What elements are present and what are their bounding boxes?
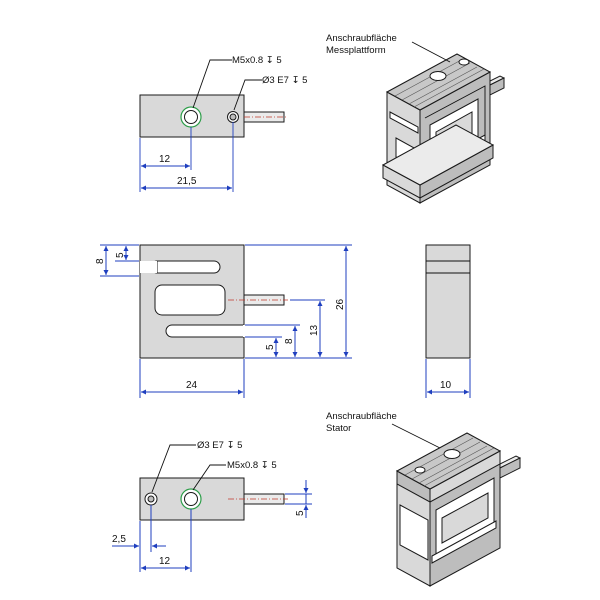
iso-top-callout-line1: Anschraubfläche: [326, 33, 397, 44]
bottom-thread-callout: M5x0.8 ↧ 5: [227, 460, 277, 471]
top-view: M5x0.8 ↧ 5 Ø3 E7 ↧ 5 12 21,5: [139, 55, 307, 192]
thread-callout: M5x0.8 ↧ 5: [232, 55, 282, 66]
dim-text-front-5-low: 5: [265, 344, 276, 350]
dim-text-front-5-top: 5: [115, 252, 126, 258]
bottom-pin-callout: Ø3 E7 ↧ 5: [197, 440, 242, 451]
dim-text-front-8: 8: [95, 258, 106, 264]
dim-text-front-26: 26: [335, 298, 346, 310]
iso-view-bottom: Anschraubfläche Stator: [326, 411, 522, 587]
iso-view-top: Anschraubfläche Messplattform: [326, 33, 506, 204]
dim-text-top-21-5: 21,5: [177, 176, 197, 187]
dim-text-front-13: 13: [309, 324, 320, 336]
side-view: 10: [425, 244, 471, 398]
bottom-view: Ø3 E7 ↧ 5 M5x0.8 ↧ 5 2,5 12 5: [112, 440, 312, 572]
dim-text-bottom-12: 12: [159, 556, 171, 567]
front-view: 8 5 26 13 8 5 24: [95, 244, 352, 398]
pin-callout: Ø3 E7 ↧ 5: [262, 75, 307, 86]
iso-bottom-callout-line2: Stator: [326, 423, 351, 434]
dim-text-side-10: 10: [440, 380, 452, 391]
dim-text-bottom-2-5: 2,5: [112, 534, 126, 545]
iso-top-callout-line2: Messplattform: [326, 45, 386, 56]
iso-bottom-callout-line1: Anschraubfläche: [326, 411, 397, 422]
dim-text-front-24: 24: [186, 380, 198, 391]
dim-text-bottom-5: 5: [295, 510, 306, 516]
dim-text-front-8-low: 8: [284, 338, 295, 344]
dim-text-top-12: 12: [159, 154, 171, 165]
